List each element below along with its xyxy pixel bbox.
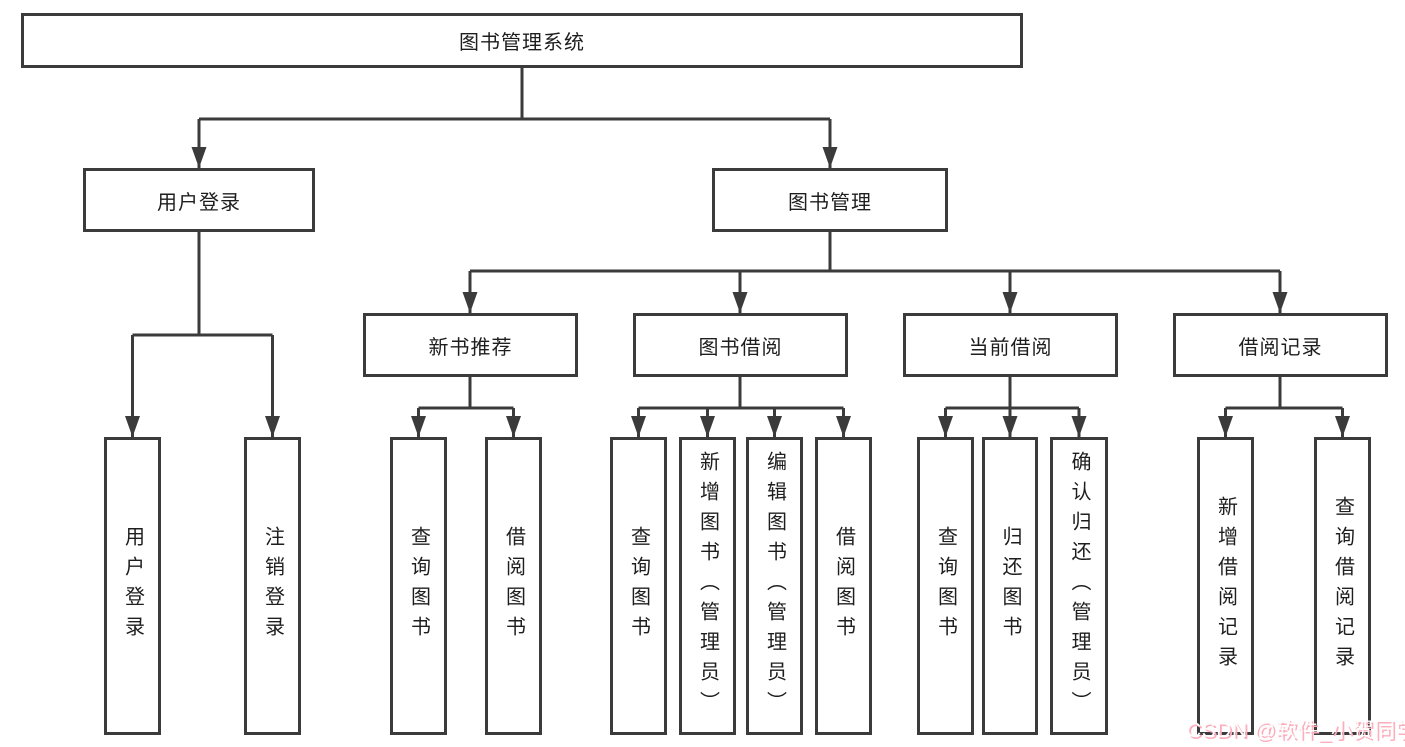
leaf-logout: 注销登录: [244, 437, 301, 735]
node-label: 借阅图书: [832, 526, 855, 646]
node-label: 借阅图书: [502, 526, 525, 646]
node-label: 新增借阅记录: [1214, 496, 1237, 676]
leaf-borrowing-add-books-admin: 新增图书（管理员）: [679, 437, 736, 735]
leaf-borrowing-edit-books-admin: 编辑图书（管理员）: [746, 437, 803, 735]
leaf-records-add-record: 新增借阅记录: [1197, 437, 1254, 735]
leaf-user-login: 用户登录: [104, 437, 161, 735]
node-label: 当前借阅: [968, 336, 1053, 359]
node-borrowing-records: 借阅记录: [1173, 313, 1388, 377]
node-label: 编辑图书（管理员）: [763, 451, 786, 721]
node-book-borrowing: 图书借阅: [633, 313, 848, 377]
node-label: 图书管理: [788, 191, 872, 214]
connector-arrowheads: [125, 147, 1350, 437]
leaf-current-confirm-return-admin: 确认归还（管理员）: [1050, 437, 1108, 735]
node-label: 用户登录: [121, 526, 144, 646]
leaf-current-return-books: 归还图书: [982, 437, 1038, 735]
node-new-book-recommend: 新书推荐: [363, 313, 578, 377]
node-label: 图书借阅: [698, 336, 783, 359]
node-label: 查询借阅记录: [1331, 496, 1354, 676]
node-book-management: 图书管理: [712, 168, 948, 232]
node-book-management-system: 图书管理系统: [21, 13, 1023, 68]
leaf-recommend-query-books: 查询图书: [390, 437, 447, 735]
node-label: 用户登录: [157, 191, 241, 214]
node-label: 新增图书（管理员）: [696, 451, 719, 721]
leaf-recommend-borrow-books: 借阅图书: [485, 437, 542, 735]
node-user-login: 用户登录: [83, 168, 315, 232]
node-label: 注销登录: [261, 526, 284, 646]
node-label: 查询图书: [627, 526, 650, 646]
node-label: 确认归还（管理员）: [1068, 451, 1090, 721]
connector-stems: [131, 68, 1344, 437]
node-label: 借阅记录: [1238, 336, 1323, 359]
node-label: 归还图书: [999, 526, 1021, 646]
node-label: 新书推荐: [428, 336, 513, 359]
csdn-watermark: CSDN @软件_小贺同学: [1186, 719, 1405, 742]
leaf-borrowing-borrow-books: 借阅图书: [815, 437, 872, 735]
leaf-current-query-books: 查询图书: [917, 437, 974, 735]
node-current-borrowing: 当前借阅: [903, 313, 1118, 377]
leaf-records-query-record: 查询借阅记录: [1314, 437, 1371, 735]
node-label: 查询图书: [407, 526, 430, 646]
node-label: 图书管理系统: [459, 32, 585, 54]
node-label: 查询图书: [934, 526, 957, 646]
leaf-borrowing-query-books: 查询图书: [610, 437, 667, 735]
